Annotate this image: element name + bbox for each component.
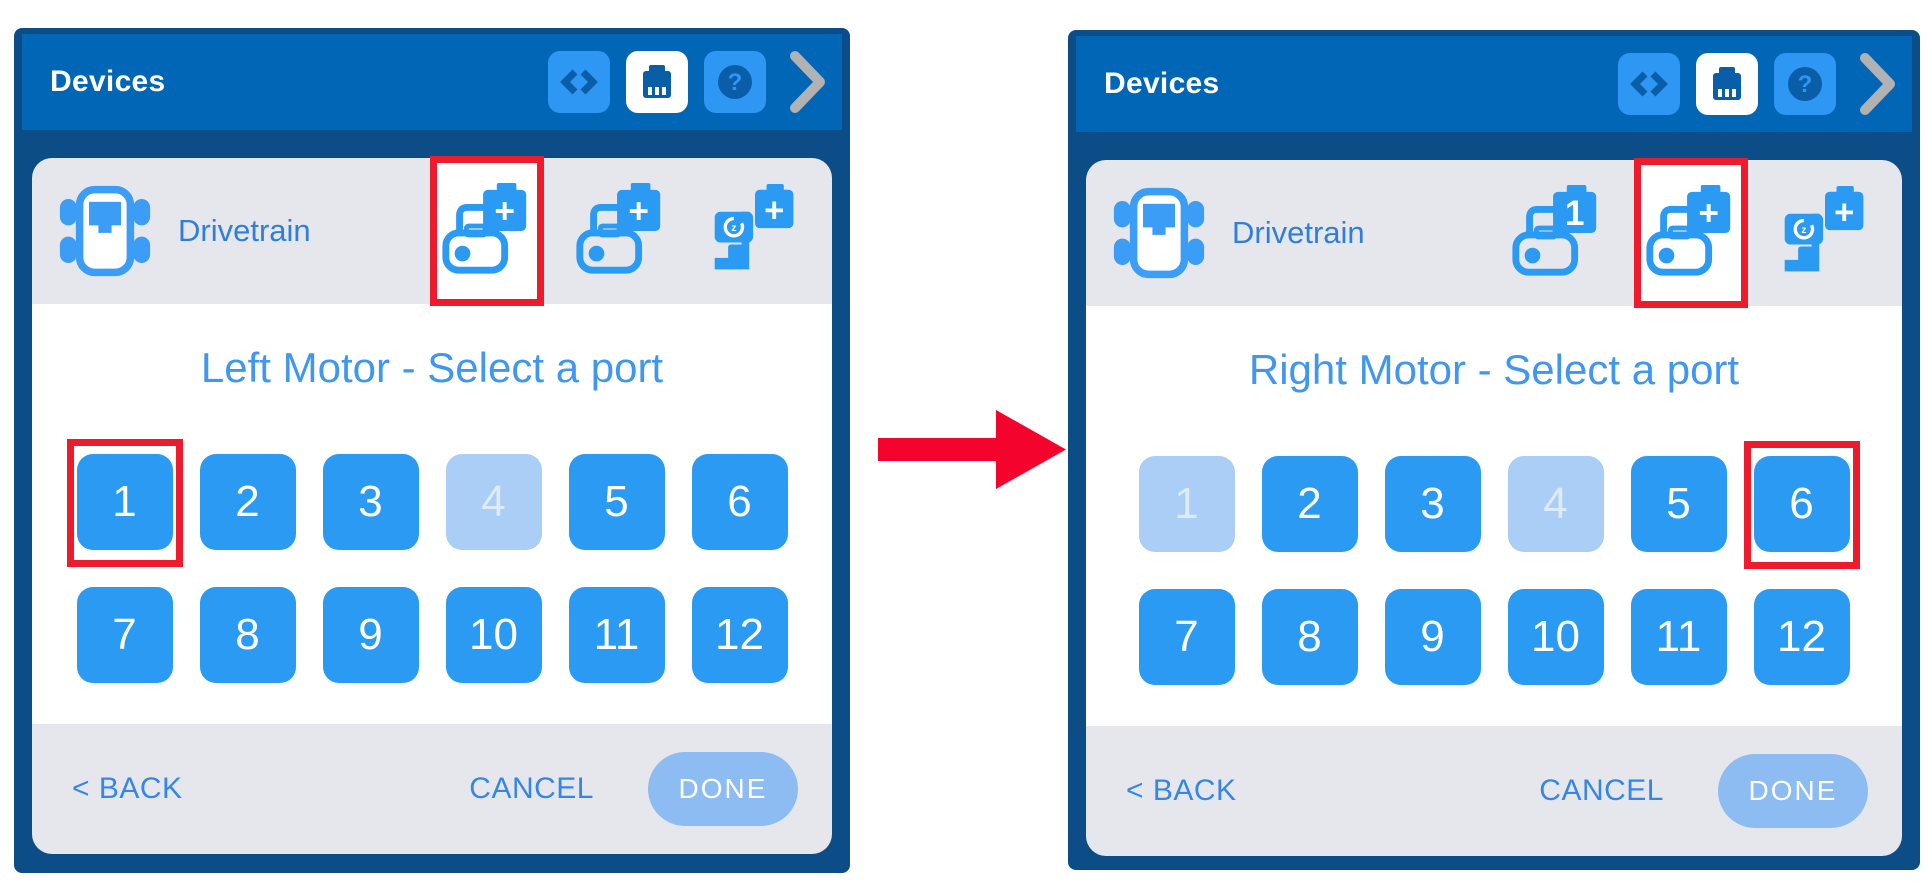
cancel-button[interactable]: CANCEL [469,772,594,805]
devices-header: Devices ? [22,34,842,130]
drivetrain-device-tabs: +++z [430,156,812,306]
drivetrain-right-motor-tab[interactable]: + [1634,158,1748,308]
port-button-6[interactable]: 6 [691,454,788,550]
devices-ports-button[interactable] [1696,53,1758,115]
port-button-11[interactable]: 11 [568,587,665,683]
device-config-card: Drivetrain +++z Left Motor - Select a po… [32,156,832,854]
port-button-1[interactable]: 1 [66,439,183,567]
port-jack-icon [1713,67,1741,100]
port-button-5[interactable]: 5 [1630,456,1727,552]
back-button[interactable]: < BACK [1126,774,1237,807]
port-button-2[interactable]: 2 [199,454,296,550]
port-button-7[interactable]: 7 [76,587,173,683]
tab-badge: + [494,192,515,231]
question-icon: ? [718,65,752,99]
back-button[interactable]: < BACK [72,772,183,805]
code-icon [560,69,598,95]
port-button-11[interactable]: 11 [1630,589,1727,685]
tab-badge: + [1698,194,1719,233]
drivetrain-row: Drivetrain 1++z [1086,158,1902,308]
tab-badge: + [1834,193,1854,231]
cancel-button[interactable]: CANCEL [1539,774,1664,807]
done-button[interactable]: DONE [1718,754,1868,828]
tab-badge: + [764,191,784,229]
svg-text:z: z [1801,224,1806,236]
drivetrain-device-tabs: 1++z [1500,158,1882,308]
help-button[interactable]: ? [704,51,766,113]
port-button-12[interactable]: 12 [1753,589,1850,685]
motor-icon: + [1646,184,1731,276]
drivetrain-label: Drivetrain [178,213,311,248]
svg-text:z: z [731,222,736,234]
port-button-10[interactable]: 10 [445,587,542,683]
devices-header: Devices ? [1076,36,1912,132]
motor-icon: + [442,182,527,274]
drivetrain-left-motor-tab[interactable]: 1 [1500,158,1614,308]
footer-bar: < BACK CANCEL DONE [32,724,832,854]
port-button-5[interactable]: 5 [568,454,665,550]
help-button[interactable]: ? [1774,53,1836,115]
svg-text:?: ? [728,69,743,96]
motor-icon: + [576,182,661,274]
chevron-right-icon [1860,53,1895,115]
question-icon: ? [1788,67,1822,101]
port-button-8[interactable]: 8 [1261,589,1358,685]
drivetrain-right-motor-tab[interactable]: + [564,156,678,306]
port-button-2[interactable]: 2 [1261,456,1358,552]
port-button-4[interactable]: 4 [1507,456,1604,552]
devices-title: Devices [1104,67,1220,100]
devices-panel-left-motor: Devices ? [14,28,850,873]
devices-ports-button[interactable] [626,51,688,113]
drivetrain-icon [59,185,151,277]
port-button-3[interactable]: 3 [1384,456,1481,552]
port-button-12[interactable]: 12 [691,587,788,683]
port-button-9[interactable]: 9 [322,587,419,683]
motor-icon: 1 [1512,184,1597,276]
drivetrain-gyro-tab[interactable]: +z [1768,158,1882,308]
port-button-6[interactable]: 6 [1743,441,1860,569]
tab-badge: + [628,192,649,231]
red-arrow-right [878,410,1066,489]
header-icon-group: ? [1618,52,1896,116]
code-viewer-button[interactable] [548,51,610,113]
code-icon [1630,71,1668,97]
port-select-title: Left Motor - Select a port [200,344,664,391]
port-button-3[interactable]: 3 [322,454,419,550]
port-jack-icon [643,65,671,98]
svg-text:?: ? [1798,71,1813,98]
collapse-panel-button[interactable] [790,50,826,114]
drivetrain-gyro-tab[interactable]: +z [698,156,812,306]
chevron-right-icon [790,51,825,113]
drivetrain-row: Drivetrain +++z [32,156,832,306]
header-icon-group: ? [548,50,826,114]
port-button-1[interactable]: 1 [1138,456,1235,552]
port-select-title: Right Motor - Select a port [1248,346,1740,393]
drivetrain-icon [1113,187,1205,279]
devices-title: Devices [50,65,166,98]
port-button-4[interactable]: 4 [445,454,542,550]
port-button-8[interactable]: 8 [199,587,296,683]
code-viewer-button[interactable] [1618,53,1680,115]
port-button-9[interactable]: 9 [1384,589,1481,685]
gyro-sensor-icon: +z [1784,185,1864,272]
tab-badge: 1 [1565,194,1585,233]
drivetrain-left-motor-tab[interactable]: + [430,156,544,306]
device-config-card: Drivetrain 1++z Right Motor - Select a p… [1086,158,1902,856]
done-button[interactable]: DONE [648,752,798,826]
footer-bar: < BACK CANCEL DONE [1086,726,1902,856]
devices-panel-right-motor: Devices ? [1068,30,1920,870]
port-button-7[interactable]: 7 [1138,589,1235,685]
gyro-sensor-icon: +z [714,183,794,270]
drivetrain-label: Drivetrain [1232,215,1365,250]
collapse-panel-button[interactable] [1860,52,1896,116]
port-button-10[interactable]: 10 [1507,589,1604,685]
